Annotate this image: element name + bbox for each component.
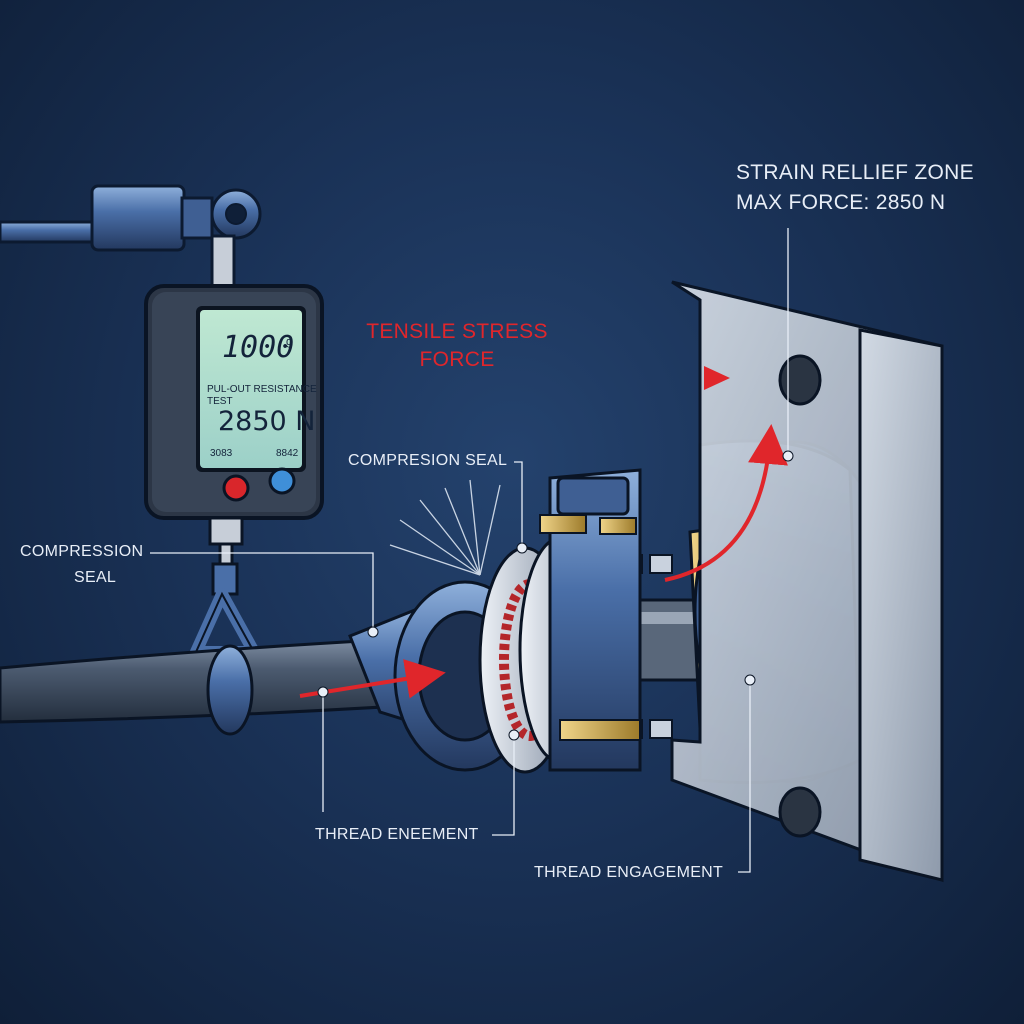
lcd-screen: [200, 310, 302, 468]
strain-relief-label-line2: MAX FORCE: 2850 N: [736, 191, 946, 214]
compression-seal-left-label-line2: SEAL: [74, 569, 117, 586]
mounting-plate: [670, 280, 944, 883]
lcd-unit-glyph: g: [286, 336, 293, 348]
leader-lines: [150, 228, 789, 873]
lcd-top-reading: 1000: [222, 330, 295, 365]
tensile-arrow-head: [704, 366, 730, 390]
impact-lines: [389, 479, 501, 576]
lcd-footer-left: 3083: [210, 448, 233, 459]
pipe: [0, 638, 402, 736]
lcd-footer-right: 8842: [276, 448, 299, 459]
lcd-test-label-line1: PUL-OUT RESISTANCE: [207, 384, 317, 395]
compression-seal-top-label: COMPRESION SEAL: [348, 452, 508, 469]
red-button[interactable]: [222, 474, 250, 502]
force-gauge: [144, 284, 324, 568]
lcd-force-reading: 2850 N: [218, 406, 316, 437]
upper-cable: [0, 184, 262, 294]
leader-dots: [317, 450, 794, 741]
pipe-clamp: [190, 562, 260, 658]
strain-relief-arrow: [664, 424, 788, 582]
strain-relief-label-line1: STRAIN RELLIEF ZONE: [736, 161, 974, 184]
upper-bolt-hole: [778, 354, 822, 406]
tensile-stress-label-line1: TENSILE STRESS: [366, 320, 548, 343]
thread-eneement-label: THREAD ENEEMENT: [315, 826, 479, 843]
tensile-stress-label-line2: FORCE: [419, 348, 495, 371]
compression-seal-left-label-line1: COMPRESSION: [20, 543, 144, 560]
lcd-test-label-line2: TEST: [207, 396, 233, 407]
lower-bolt-hole: [778, 786, 822, 838]
blue-button[interactable]: [268, 467, 296, 495]
thread-engagement-label: THREAD ENGAGEMENT: [534, 864, 724, 881]
